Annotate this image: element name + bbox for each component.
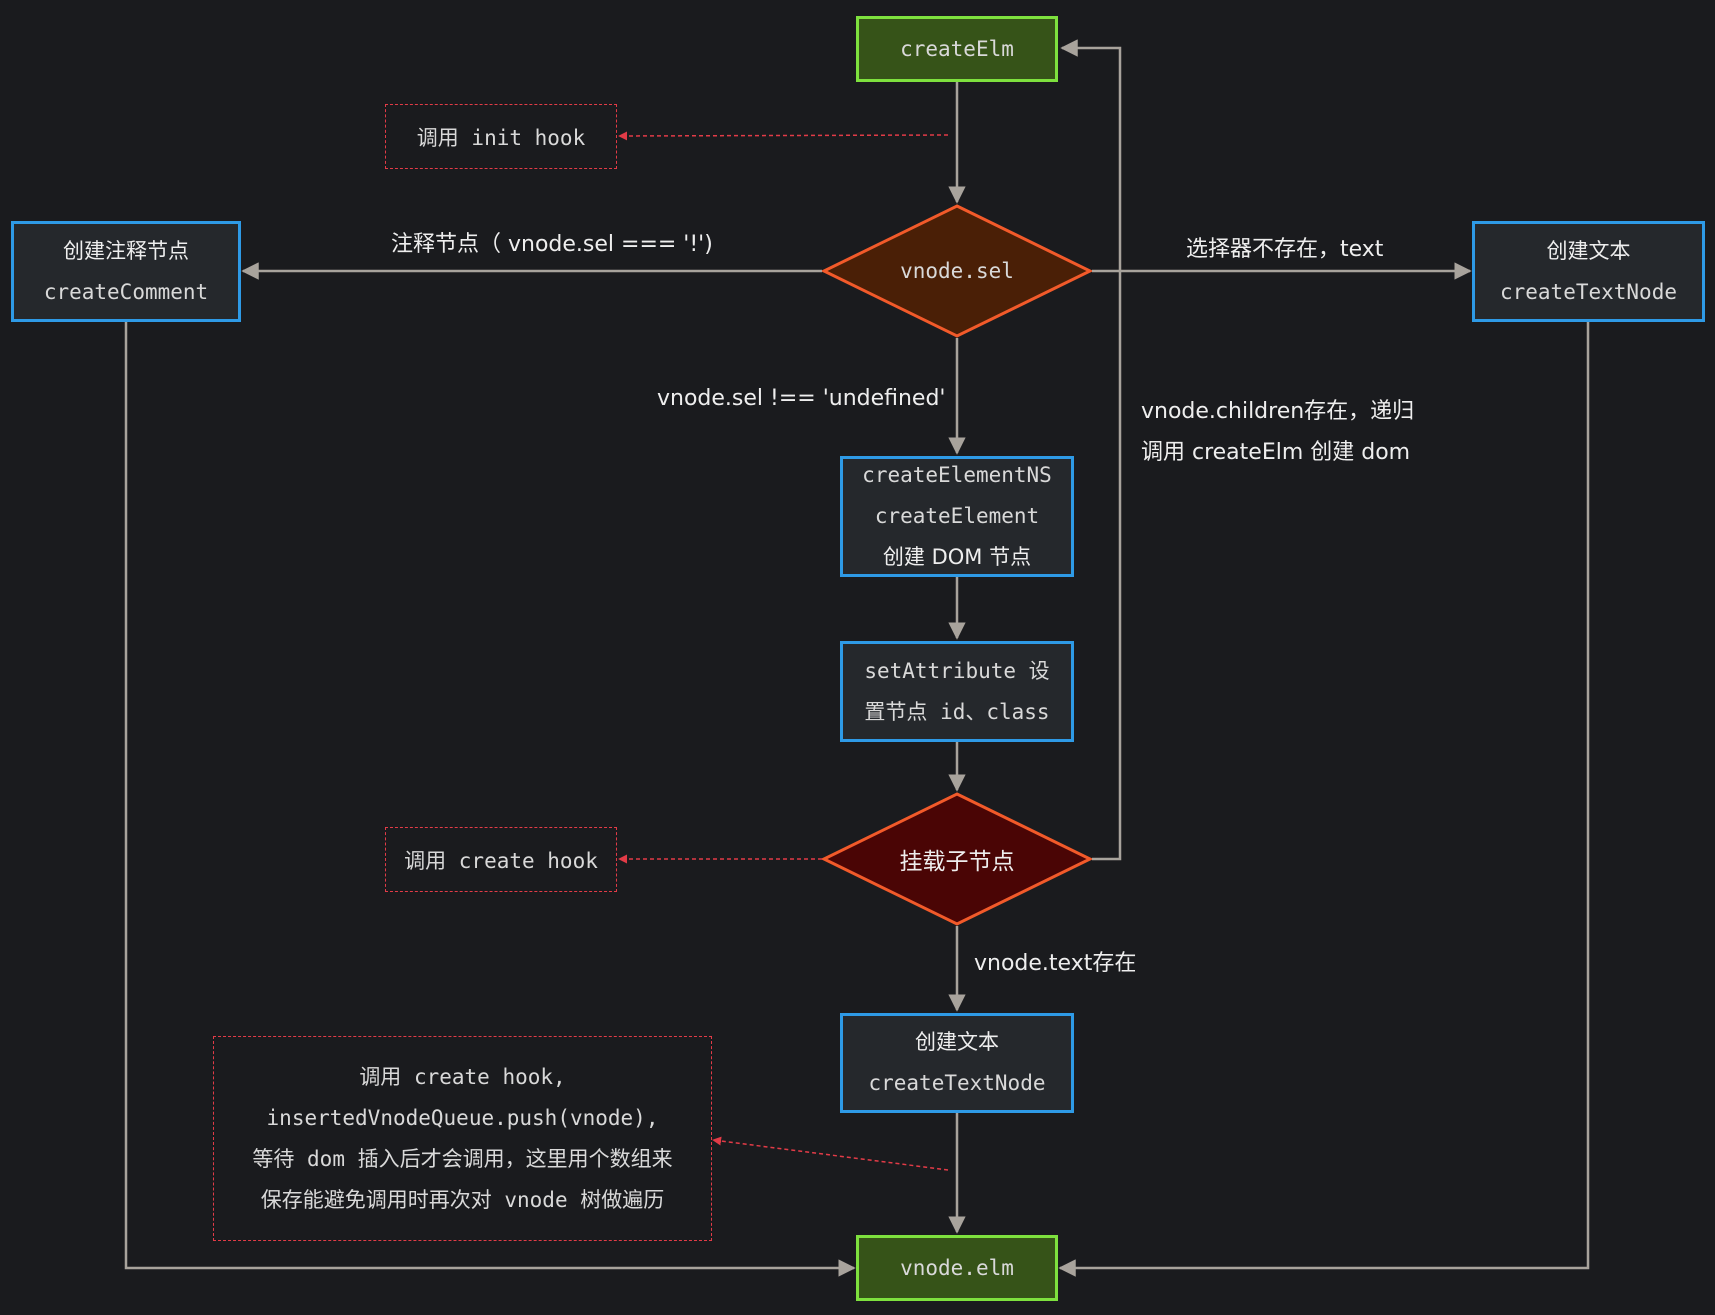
edge-text-right-to-elm xyxy=(1058,322,1590,1277)
label-comment-branch: 注释节点（ vnode.sel === '!') xyxy=(391,232,713,257)
create-text-bottom-node: 创建文本 createTextNode xyxy=(840,1013,1074,1113)
set-attribute-line1: setAttribute 设 xyxy=(864,658,1050,683)
mount-children-label: 挂载子节点 xyxy=(844,839,1070,879)
vnode-sel-label: vnode.sel xyxy=(844,251,1070,291)
create-dom-node-text: 创建 DOM 节点 xyxy=(882,545,1032,569)
edge-recursion-loop xyxy=(1060,39,1122,861)
edge-dashed-inserted-note xyxy=(712,1136,949,1171)
inserted-note-line2: insertedVnodeQueue.push(vnode), xyxy=(266,1105,659,1130)
create-elm-node: createElm xyxy=(856,16,1058,82)
label-no-selector: 选择器不存在，text xyxy=(1186,237,1384,262)
create-hook-note: 调用 create hook xyxy=(385,827,617,892)
create-comment-title: 创建注释节点 xyxy=(63,238,189,263)
edge-comment-to-elm xyxy=(124,322,856,1277)
create-element-text: createElement xyxy=(874,504,1040,528)
inserted-note-line1: 调用 create hook, xyxy=(359,1064,566,1089)
diamond-vnode-sel xyxy=(820,204,1094,338)
create-comment-node: 创建注释节点 createComment xyxy=(11,221,241,322)
create-comment-fn: createComment xyxy=(43,279,209,304)
vnode-elm-node: vnode.elm xyxy=(856,1235,1058,1301)
create-elm-text: createElm xyxy=(900,37,1014,61)
set-attribute-node: setAttribute 设 置节点 id、class xyxy=(840,641,1074,742)
label-children-line1: vnode.children存在，递归 xyxy=(1141,399,1415,424)
edge-dashed-init-hook xyxy=(618,131,949,141)
create-text-right-title: 创建文本 xyxy=(1546,238,1631,263)
create-hook-text: 调用 create hook xyxy=(404,848,598,873)
vnode-elm-text: vnode.elm xyxy=(900,1256,1014,1280)
create-text-right-node: 创建文本 createTextNode xyxy=(1472,221,1705,322)
inserted-note-line3: 等待 dom 插入后才会调用，这里用个数组来 xyxy=(252,1146,673,1171)
init-hook-text: 调用 init hook xyxy=(416,125,586,150)
init-hook-note: 调用 init hook xyxy=(385,104,617,169)
create-text-bottom-title: 创建文本 xyxy=(915,1030,999,1054)
inserted-queue-note: 调用 create hook, insertedVnodeQueue.push(… xyxy=(213,1036,712,1241)
create-text-right-fn: createTextNode xyxy=(1499,279,1677,304)
vnode-sel-text: vnode.sel xyxy=(900,259,1014,283)
label-sel-defined: vnode.sel !== 'undefined' xyxy=(657,386,946,411)
mount-children-text: 挂载子节点 xyxy=(899,849,1015,875)
create-element-ns-text: createElementNS xyxy=(862,463,1052,487)
set-attribute-line2: 置节点 id、class xyxy=(864,699,1050,724)
create-element-node: createElementNS createElement 创建 DOM 节点 xyxy=(840,456,1074,577)
create-text-bottom-fn: createTextNode xyxy=(868,1071,1046,1095)
inserted-note-line4: 保存能避免调用时再次对 vnode 树做遍历 xyxy=(260,1187,665,1212)
diamond-mount-children xyxy=(820,792,1094,926)
label-children-line2: 调用 createElm 创建 dom xyxy=(1141,440,1411,465)
label-text-exists: vnode.text存在 xyxy=(974,951,1137,976)
